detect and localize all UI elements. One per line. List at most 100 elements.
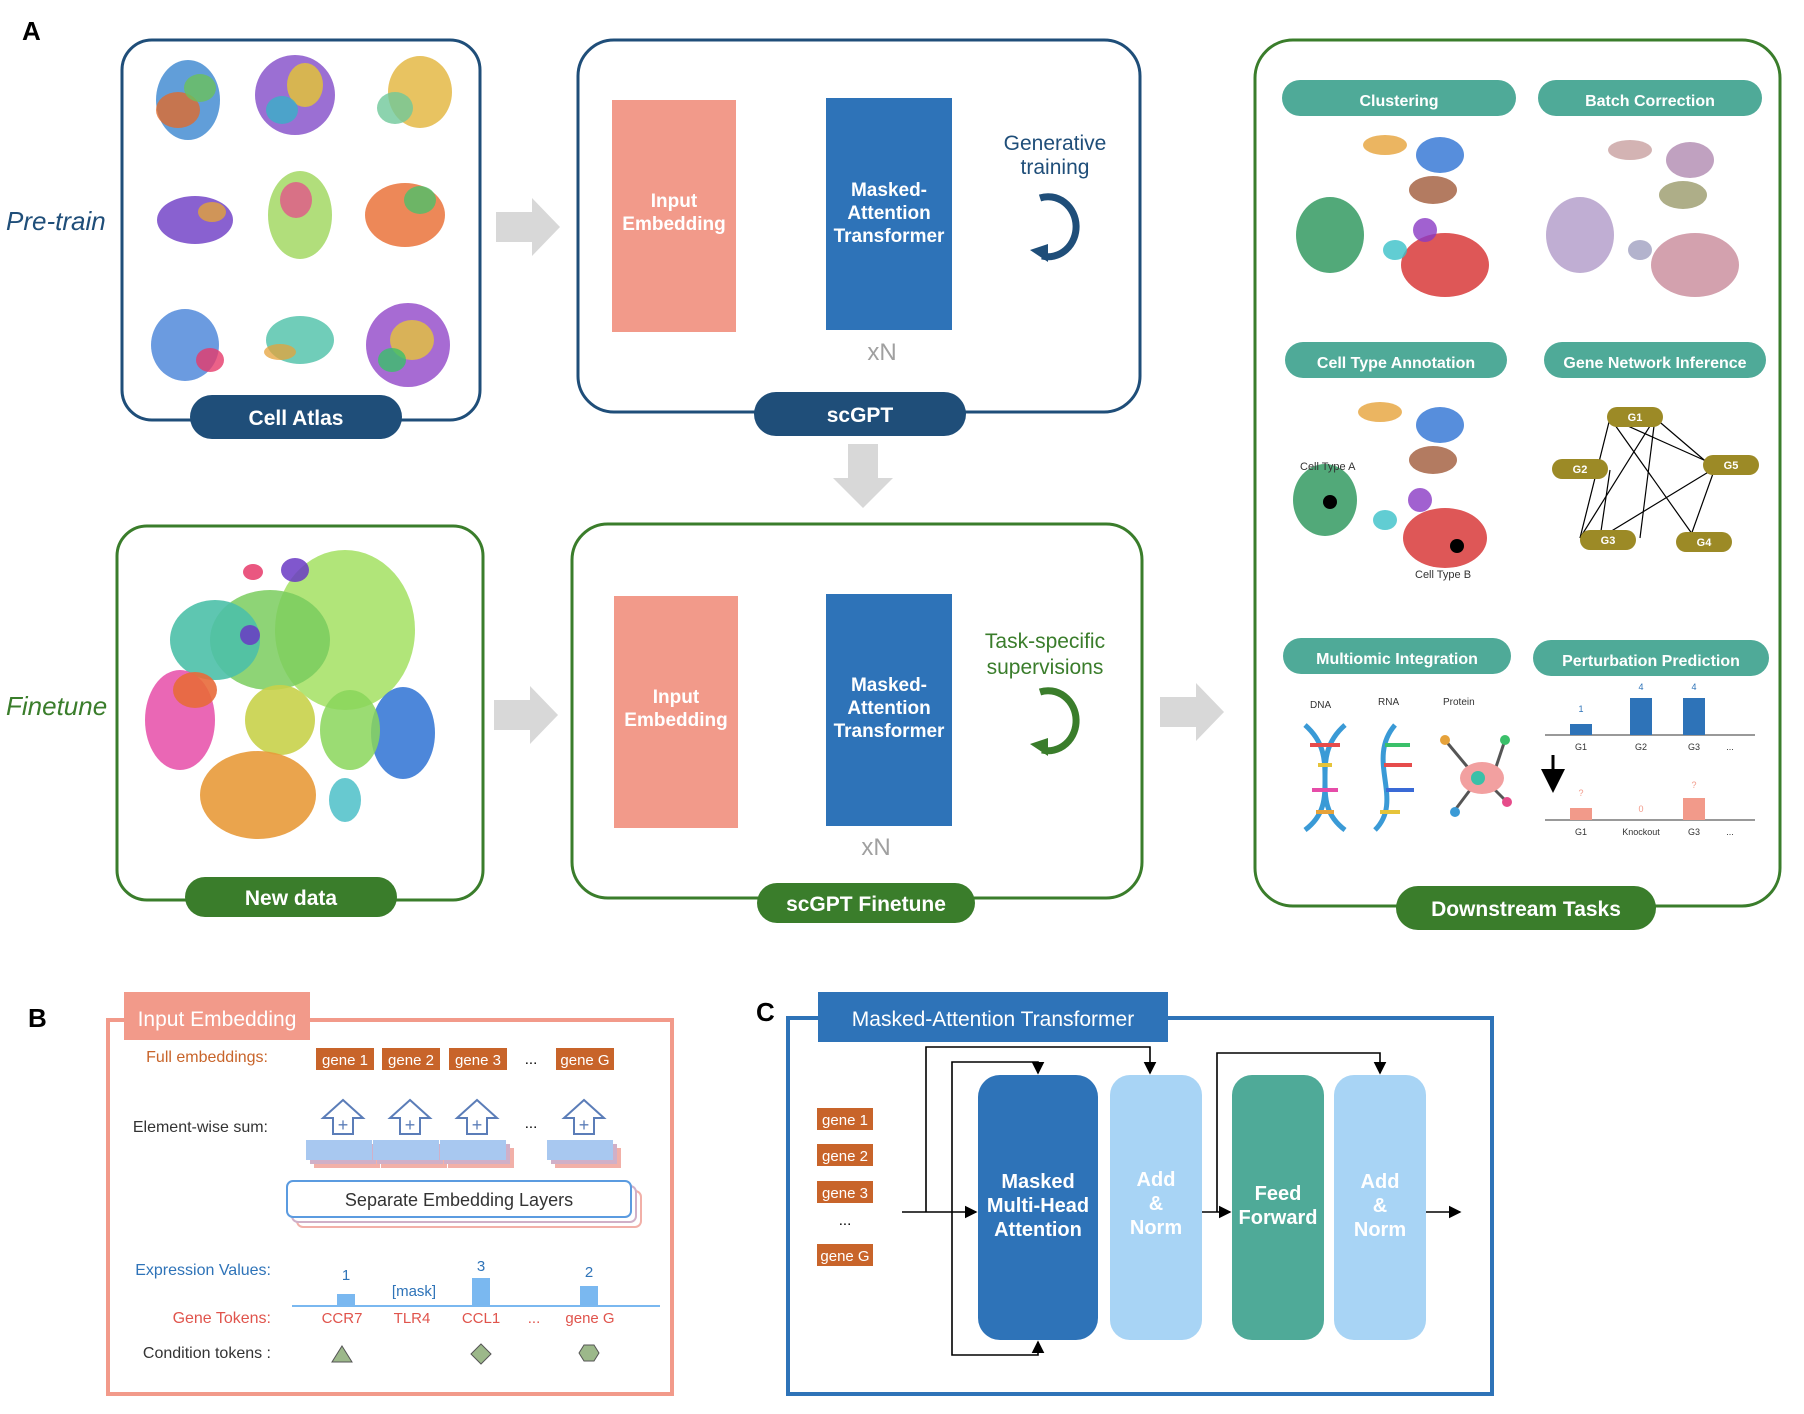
pert-bottom-label-2: Knockout: [1622, 827, 1660, 837]
pert-bottom-label-1: G1: [1575, 827, 1587, 837]
svg-text:Embedding: Embedding: [622, 214, 725, 235]
cycle-arrow-icon: [1038, 193, 1080, 261]
expression-value-2: 2: [585, 1264, 593, 1281]
repeat-label-1: xN: [867, 339, 896, 366]
pert-bottom-value-3: ?: [1691, 780, 1696, 790]
masked-attention-block: [978, 1075, 1098, 1340]
panel-letter-a: A: [22, 16, 41, 46]
input-embedding-title: Input Embedding: [138, 1008, 297, 1031]
gene-tag-2: gene 2: [388, 1052, 434, 1069]
scgpt-label: scGPT: [827, 404, 894, 427]
clustering-umap: [1296, 135, 1489, 297]
hexagon-token-icon: [578, 1344, 600, 1362]
svg-text:Attention: Attention: [994, 1219, 1082, 1241]
svg-text:Attention: Attention: [847, 698, 930, 719]
pert-top-value-2: 4: [1638, 682, 1643, 692]
task-multiomic: Multiomic Integration: [1316, 651, 1478, 668]
node-g1: G1: [1628, 412, 1643, 424]
separate-layers-label: Separate Embedding Layers: [345, 1190, 573, 1210]
cell-atlas-label: Cell Atlas: [249, 407, 344, 430]
task-cell-type-annotation: Cell Type Annotation: [1317, 355, 1475, 372]
gene-tag-1: gene 1: [322, 1052, 368, 1069]
new-data-label: New data: [245, 887, 338, 910]
generative-label-1: Generative: [1004, 132, 1107, 155]
elementwise-sum-label: Element-wise sum:: [133, 1119, 268, 1136]
svg-text:&: &: [1149, 1193, 1163, 1215]
new-data-umap: [145, 550, 435, 839]
gene-tag-g: gene G: [560, 1052, 609, 1069]
annotation-umap: [1293, 402, 1487, 568]
pert-top-label-3: G3: [1688, 742, 1700, 752]
pert-bottom-label-3: G3: [1688, 827, 1700, 837]
cycle-arrow-green-icon: [1038, 687, 1080, 755]
cell-type-b-label: Cell Type B: [1415, 569, 1471, 581]
diamond-token-icon: [470, 1343, 492, 1365]
task-gene-network: Gene Network Inference: [1563, 355, 1746, 372]
triangle-token-icon: [331, 1345, 353, 1363]
separate-embedding-layers: Separate Embedding Layers: [286, 1180, 642, 1228]
pert-bottom-value-2: 0: [1638, 804, 1643, 814]
panel-letter-c: C: [756, 997, 775, 1027]
panel-letter-b: B: [28, 1003, 47, 1033]
protein-label: Protein: [1443, 697, 1475, 708]
svg-text:Masked: Masked: [1001, 1171, 1074, 1193]
transformer-title: Masked-Attention Transformer: [852, 1008, 1134, 1031]
svg-text:Multi-Head: Multi-Head: [987, 1195, 1089, 1217]
pert-top-label-4: ...: [1726, 742, 1734, 752]
feed-forward-block: [1232, 1075, 1324, 1340]
svg-text:+: +: [579, 1115, 590, 1135]
node-g3: G3: [1601, 535, 1616, 547]
svg-text:Transformer: Transformer: [834, 721, 945, 742]
pert-top-label-2: G2: [1635, 742, 1647, 752]
svg-text:Masked-: Masked-: [851, 675, 927, 696]
svg-text:Add: Add: [1137, 1169, 1176, 1191]
cell-atlas-umaps: [151, 55, 452, 387]
gene-token-ccl1: CCL1: [462, 1310, 500, 1327]
task-specific-label-1: Task-specific: [985, 630, 1105, 653]
gene-token-g: gene G: [565, 1310, 614, 1327]
gene-token-tlr4: TLR4: [394, 1310, 431, 1327]
dna-icon: [1303, 723, 1347, 832]
scgpt-finetune-box: Input Embedding Masked- Attention Transf…: [570, 522, 1144, 923]
svg-text:Masked-: Masked-: [851, 180, 927, 201]
pert-bottom-label-4: ...: [1726, 827, 1734, 837]
add-norm-block-2: [1334, 1075, 1426, 1340]
add-norm-block-1: [1110, 1075, 1202, 1340]
rna-icon: [1373, 723, 1414, 832]
dna-label: DNA: [1310, 700, 1331, 711]
cell-type-a-label: Cell Type A: [1300, 461, 1356, 473]
node-g5: G5: [1724, 460, 1739, 472]
protein-icon: [1440, 735, 1512, 817]
perturbation-chart: 1 4 4 G1 G2 G3 ... ? 0 ? G1 Knockout G3 …: [1541, 682, 1755, 837]
generative-label-2: training: [1021, 156, 1090, 179]
new-data-box: New data: [115, 524, 485, 917]
svg-text:+: +: [472, 1115, 483, 1135]
svg-text:Embedding: Embedding: [624, 710, 727, 731]
expression-bars: [292, 1278, 660, 1307]
svg-text:Forward: Forward: [1239, 1207, 1318, 1229]
c-gene-tag-3: gene 3: [822, 1185, 868, 1202]
pert-top-label-1: G1: [1575, 742, 1587, 752]
gene-tokens-label: Gene Tokens:: [173, 1310, 271, 1327]
expression-value-1: 1: [342, 1267, 350, 1284]
input-embedding-label-1: Input: [651, 191, 698, 212]
input-embedding-panel: Input Embedding Full embeddings: gene 1 …: [106, 992, 674, 1396]
gene-tag-ellipsis: ...: [525, 1051, 538, 1068]
gene-tag-3: gene 3: [455, 1052, 501, 1069]
pert-top-value-1: 1: [1578, 704, 1583, 714]
svg-text:Transformer: Transformer: [834, 226, 945, 247]
transformer-flow-lines: [902, 1046, 1462, 1356]
elementwise-sum-icons: + + + ... +: [306, 1098, 621, 1168]
rna-label: RNA: [1378, 697, 1399, 708]
gene-network-graph: G1 G2 G5 G3 G4: [1552, 407, 1759, 552]
condition-tokens-label: Condition tokens :: [143, 1345, 271, 1362]
svg-text:Norm: Norm: [1354, 1219, 1406, 1241]
c-gene-tag-ellipsis: ...: [839, 1212, 852, 1229]
expression-value-3: 3: [477, 1258, 485, 1275]
task-specific-label-2: supervisions: [987, 656, 1104, 679]
pretrain-label: Pre-train: [6, 206, 106, 236]
svg-text:+: +: [338, 1115, 349, 1135]
node-g4: G4: [1697, 537, 1713, 549]
pert-top-value-3: 4: [1691, 682, 1696, 692]
finetune-label: Finetune: [6, 691, 107, 721]
